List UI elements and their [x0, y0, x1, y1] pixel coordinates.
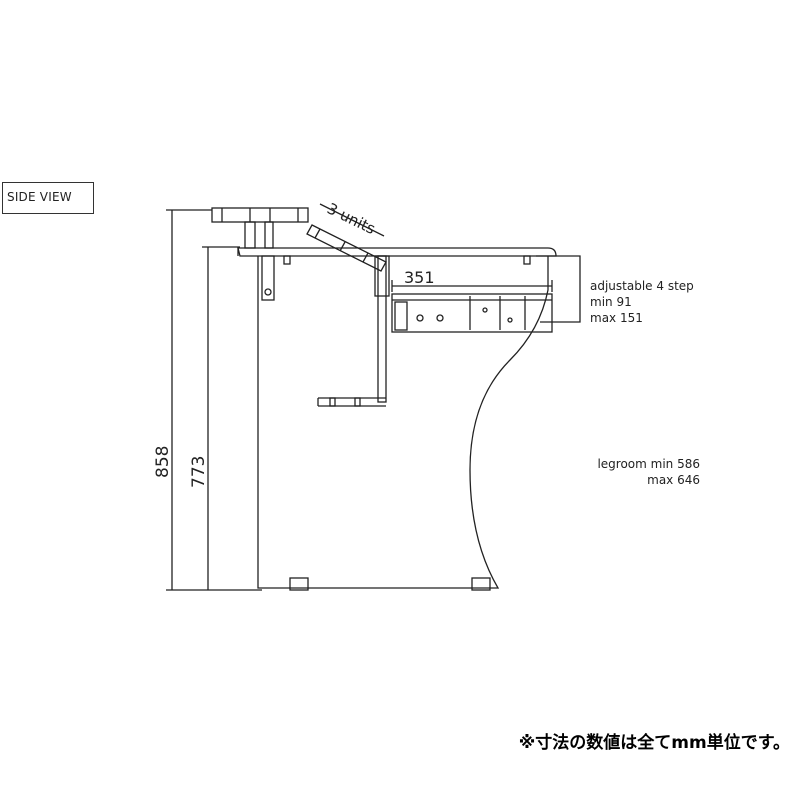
adjustable-bracket — [536, 255, 581, 323]
keyboard-tray — [391, 293, 553, 333]
dimension-351-text: 351 — [404, 268, 435, 287]
units-footnote: ※寸法の数値は全てmm単位です。 — [518, 733, 790, 753]
dimension-858-text: 858 — [153, 446, 173, 478]
side-view-label: SIDE VIEW — [2, 182, 94, 214]
dimension-line-351 — [391, 280, 553, 292]
adjustable-line-1: adjustable 4 step — [590, 279, 694, 293]
adjustable-annotation: adjustable 4 step min 91 max 151 — [590, 278, 694, 326]
support-arm — [317, 255, 390, 407]
desk-top — [237, 247, 557, 301]
dimension-773-text: 773 — [189, 456, 209, 488]
side-panel — [257, 256, 549, 589]
rack-slope — [306, 203, 387, 272]
dimension-line-773 — [202, 246, 240, 590]
legroom-line-2: max 646 — [647, 473, 700, 487]
dimension-line-858 — [166, 209, 262, 591]
top-shelf — [211, 207, 309, 249]
adjustable-line-2: min 91 — [590, 295, 632, 309]
legroom-annotation: legroom min 586 max 646 — [560, 456, 700, 488]
rack-units-text: 3 units — [324, 199, 378, 238]
adjustable-line-3: max 151 — [590, 311, 643, 325]
legroom-line-1: legroom min 586 — [597, 457, 700, 471]
desk-feet — [289, 577, 491, 591]
